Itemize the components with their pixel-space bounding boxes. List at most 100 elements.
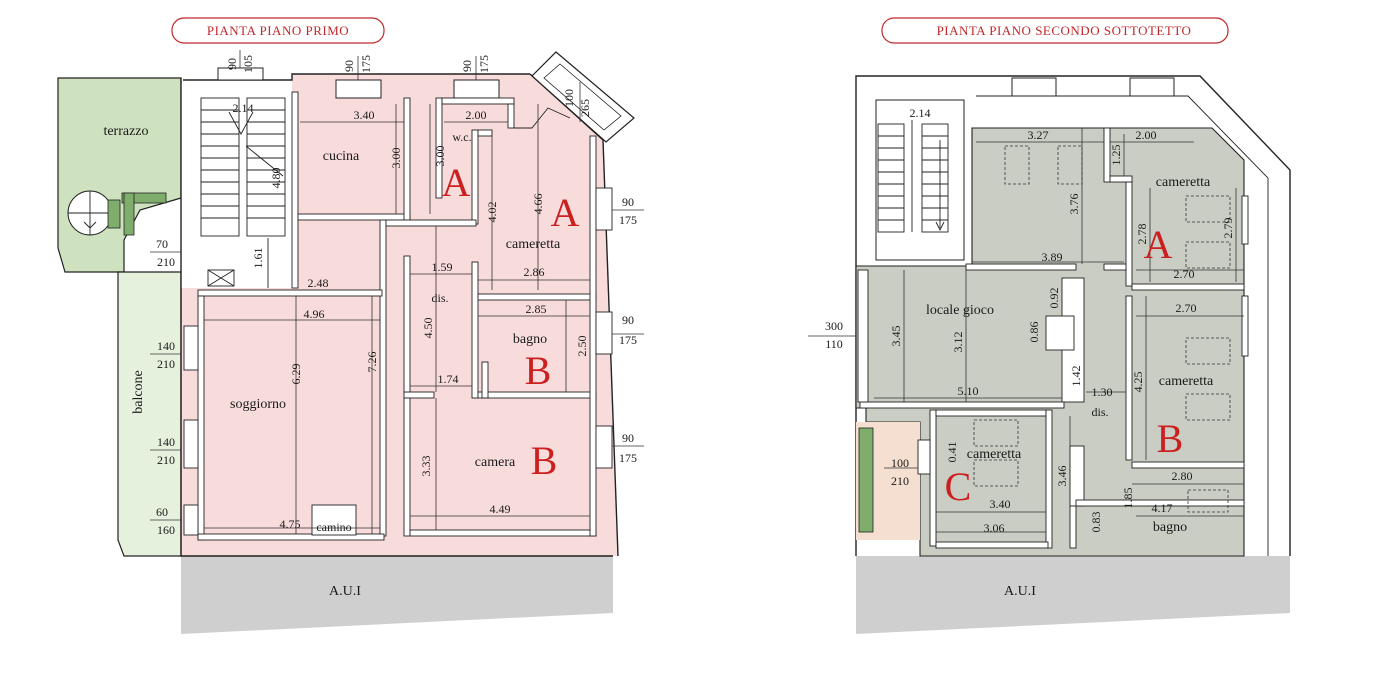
dim-086: 0.86 [1027, 322, 1041, 343]
dim-327: 3.27 [1028, 128, 1049, 142]
bay-window [531, 51, 635, 143]
dim-bay-100: 100 [562, 89, 576, 107]
unit-letter-a-cameretta: A [551, 190, 580, 235]
dim-left-210c: 210 [157, 453, 175, 467]
dim-window-210: 210 [891, 474, 909, 488]
dim-cucina-w: 3.40 [354, 108, 375, 122]
cameretta-c-label: cameretta [967, 447, 1022, 462]
second-floor-title-frame [881, 17, 1229, 44]
dim-248: 2.48 [308, 276, 329, 290]
dim-174: 1.74 [438, 372, 459, 386]
dim-083: 0.83 [1089, 512, 1103, 533]
unit-letter-b-2: B [1157, 416, 1184, 461]
dim-top-175b: 175 [359, 55, 373, 73]
terrazzo-label: terrazzo [103, 124, 148, 139]
dim-279: 2.79 [1221, 218, 1235, 239]
cameretta-b-label: cameretta [1159, 374, 1214, 389]
dim-right-175b: 175 [619, 333, 637, 347]
dim-top-90a: 90 [225, 58, 239, 70]
unit-letter-c-2: C [945, 464, 972, 509]
first-floor-plan: PIANTA PIANO PRIMO A.U.I terrazzo balcon… [57, 17, 644, 634]
aui-area [181, 556, 613, 634]
dim-159: 1.59 [432, 260, 453, 274]
dim-stair-width-2: 2.14 [910, 106, 931, 120]
dim-510: 5.10 [958, 384, 979, 398]
dim-camera-w: 4.49 [490, 502, 511, 516]
dim-left-210b: 210 [157, 357, 175, 371]
aui-label-2: A.U.I [1004, 584, 1036, 599]
second-floor-title: PIANTA PIANO SECONDO SOTTOTETTO [937, 23, 1192, 38]
dim-left-140a: 140 [157, 339, 175, 353]
dim-left-140b: 140 [157, 435, 175, 449]
dim-041: 0.41 [945, 442, 959, 463]
wc-label: w.c. [452, 130, 471, 144]
first-floor-title-frame [171, 17, 385, 44]
dim-top-175c: 175 [477, 55, 491, 73]
dim-wc-w: 2.00 [466, 108, 487, 122]
dim-left-300: 300 [825, 319, 843, 333]
dim-161: 1.61 [251, 248, 265, 269]
aui-area-2 [856, 556, 1290, 634]
dim-top-90b: 90 [342, 60, 356, 72]
dim-345: 3.45 [889, 326, 903, 347]
dim-right-90b: 90 [622, 313, 634, 327]
unit-letter-b-bagno: B [525, 348, 552, 393]
cucina-label: cucina [323, 149, 360, 164]
balcone-label: balcone [131, 370, 146, 414]
dim-389: 3.89 [1042, 250, 1063, 264]
dim-130: 1.30 [1092, 385, 1113, 399]
dim-sog-h: 6.29 [289, 364, 303, 385]
dim-092: 0.92 [1047, 288, 1061, 309]
dim-278: 2.78 [1135, 224, 1149, 245]
second-floor-dimension-lines [808, 128, 1244, 540]
unit-letter-b-camera: B [531, 438, 558, 483]
dim-sog-w: 4.96 [304, 307, 325, 321]
first-floor-title: PIANTA PIANO PRIMO [207, 23, 349, 38]
dim-312: 3.12 [951, 332, 965, 353]
locale-gioco-label: locale gioco [926, 303, 994, 318]
dim-185: 1.85 [1121, 488, 1135, 509]
dim-cucina-h: 3.00 [389, 148, 403, 169]
camera-label: camera [475, 455, 516, 470]
dim-125: 1.25 [1109, 145, 1123, 166]
dim-left-110: 110 [825, 337, 843, 351]
dim-stair-height: 4.80 [269, 168, 283, 189]
dim-left-60: 60 [156, 505, 168, 519]
first-floor-interior-walls [183, 91, 613, 541]
dim-142: 1.42 [1069, 366, 1083, 387]
dim-left-160: 160 [157, 523, 175, 537]
dim-left-70: 70 [156, 237, 168, 251]
cameretta-a-label: cameretta [1156, 175, 1211, 190]
dim-camera-h: 3.33 [419, 456, 433, 477]
dim-cam-h2: 4.66 [531, 194, 545, 215]
dim-right-90a: 90 [622, 195, 634, 209]
first-floor-dimension-lines [150, 104, 644, 534]
bagno-label: bagno [513, 332, 547, 347]
soggiorno-label: soggiorno [230, 397, 286, 412]
dim-top-105: 105 [241, 55, 255, 73]
dim-sog-b: 4.75 [280, 517, 301, 531]
dim-425: 4.25 [1131, 372, 1145, 393]
second-floor-plan: PIANTA PIANO SECONDO SOTTOTETTO A.U.I [808, 17, 1291, 634]
dim-270b: 2.70 [1176, 301, 1197, 315]
dim-306: 3.06 [984, 521, 1005, 535]
dim-286: 2.86 [524, 265, 545, 279]
unit-letter-a-wc: A [442, 160, 471, 205]
dim-280: 2.80 [1172, 469, 1193, 483]
bagno-label-2: bagno [1153, 520, 1187, 535]
dim-wc-h: 3.00 [433, 146, 447, 167]
dim-340: 3.40 [990, 497, 1011, 511]
dim-stair-width: 2.14 [233, 101, 254, 115]
dis-label: dis. [431, 291, 448, 305]
dim-left-210a: 210 [157, 255, 175, 269]
second-floor-interior-walls [857, 127, 1249, 549]
dim-346: 3.46 [1055, 466, 1069, 487]
dim-bagno-h: 2.50 [575, 336, 589, 357]
dim-right-175a: 175 [619, 213, 637, 227]
dim-376: 3.76 [1067, 194, 1081, 215]
dim-window-100: 100 [891, 456, 909, 470]
stair-treads [200, 97, 286, 237]
dim-285: 2.85 [526, 302, 547, 316]
planter-1 [107, 199, 121, 229]
